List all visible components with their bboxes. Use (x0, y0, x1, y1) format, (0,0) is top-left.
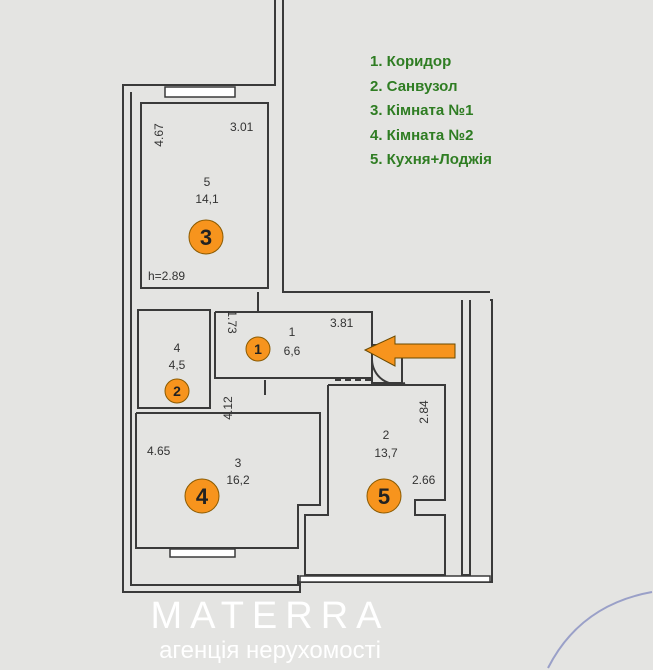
room-kitchen (304, 384, 446, 576)
dim-label: 2.84 (417, 400, 431, 424)
room-marker-5 (366, 478, 402, 514)
legend-item: 4. Кімната №2 (370, 126, 474, 144)
legend-item: 2. Санвузол (370, 77, 458, 95)
room-bedroom-2 (135, 412, 321, 549)
marker-label: 1 (254, 341, 262, 357)
window-icon (299, 575, 491, 583)
dim-label: 4.65 (147, 444, 171, 458)
room-marker-3 (188, 219, 224, 255)
dim-label: 3.81 (330, 316, 354, 330)
room-number: 5 (204, 175, 211, 189)
room-area: 14,1 (195, 192, 219, 206)
room-number: 3 (235, 456, 242, 470)
marker-label: 3 (200, 225, 212, 250)
legend-item: 1. Коридор (370, 53, 452, 70)
room-marker-2 (164, 378, 190, 404)
walls (122, 0, 493, 593)
dim-label: 2.66 (412, 473, 436, 487)
dim-label: 4.67 (152, 123, 166, 147)
legend-item: 5. Кухня+Лоджія (370, 151, 492, 168)
entrance-arrow-icon (363, 335, 456, 367)
dim-label: 3.01 (230, 120, 254, 134)
room-area: 4,5 (169, 358, 186, 372)
room-marker-1 (245, 336, 271, 362)
marker-label: 2 (173, 383, 181, 399)
stamp (547, 591, 653, 669)
ceiling-height: h=2.89 (148, 269, 185, 283)
marker-label: 5 (378, 484, 390, 509)
room-bedroom-1 (140, 102, 269, 289)
watermark-tagline: агенція нерухомості (159, 637, 381, 664)
window-icon (164, 86, 236, 98)
marker-label: 4 (196, 484, 209, 509)
watermark-brand: MATERRA (151, 595, 390, 637)
room-area: 16,2 (226, 473, 250, 487)
room-area: 13,7 (374, 446, 398, 460)
legend: 1. Коридор 2. Санвузол 3. Кімната №1 4. … (370, 50, 492, 173)
dim-label: 4.12 (221, 396, 235, 420)
room-number: 1 (289, 325, 296, 339)
room-marker-4 (184, 478, 220, 514)
room-number: 2 (383, 428, 390, 442)
window-icon (169, 548, 236, 558)
room-area: 6,6 (284, 344, 301, 358)
dim-label: 1.73 (225, 310, 239, 334)
room-bathroom (137, 309, 211, 409)
legend-item: 3. Кімната №1 (370, 102, 474, 119)
room-number: 4 (174, 341, 181, 355)
